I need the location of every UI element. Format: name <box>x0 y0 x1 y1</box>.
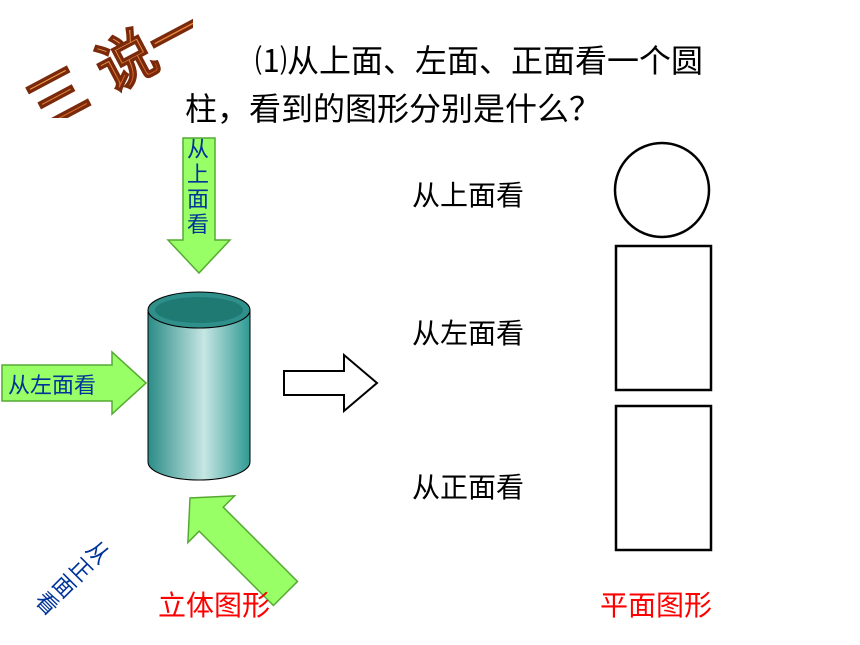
front-view-rectangle <box>614 404 713 552</box>
title-logo: 三 说一说 <box>18 10 193 118</box>
view-label-top: 从上面看 <box>412 179 525 212</box>
arrow-front-shape <box>187 495 299 607</box>
left-view-rectangle <box>614 244 713 392</box>
question-line-1: ⑴从上面、左面、正面看一个圆 <box>255 42 704 80</box>
view-label-front: 从正面看 <box>412 471 525 504</box>
arrow-left-label: 从左面看 <box>8 374 97 399</box>
arrow-top-label: 从上面看 <box>186 138 209 238</box>
question-line-2: 柱，看到的图形分别是什么？ <box>185 90 602 128</box>
view-label-left: 从左面看 <box>412 317 525 350</box>
arrow-left-shape <box>1 350 148 416</box>
top-view-circle <box>613 141 711 239</box>
caption-plane: 平面图形 <box>600 589 713 622</box>
arrow-top-shape <box>166 137 232 275</box>
caption-solid: 立体图形 <box>158 589 271 622</box>
transform-arrow <box>283 352 379 414</box>
cylinder <box>147 291 251 481</box>
